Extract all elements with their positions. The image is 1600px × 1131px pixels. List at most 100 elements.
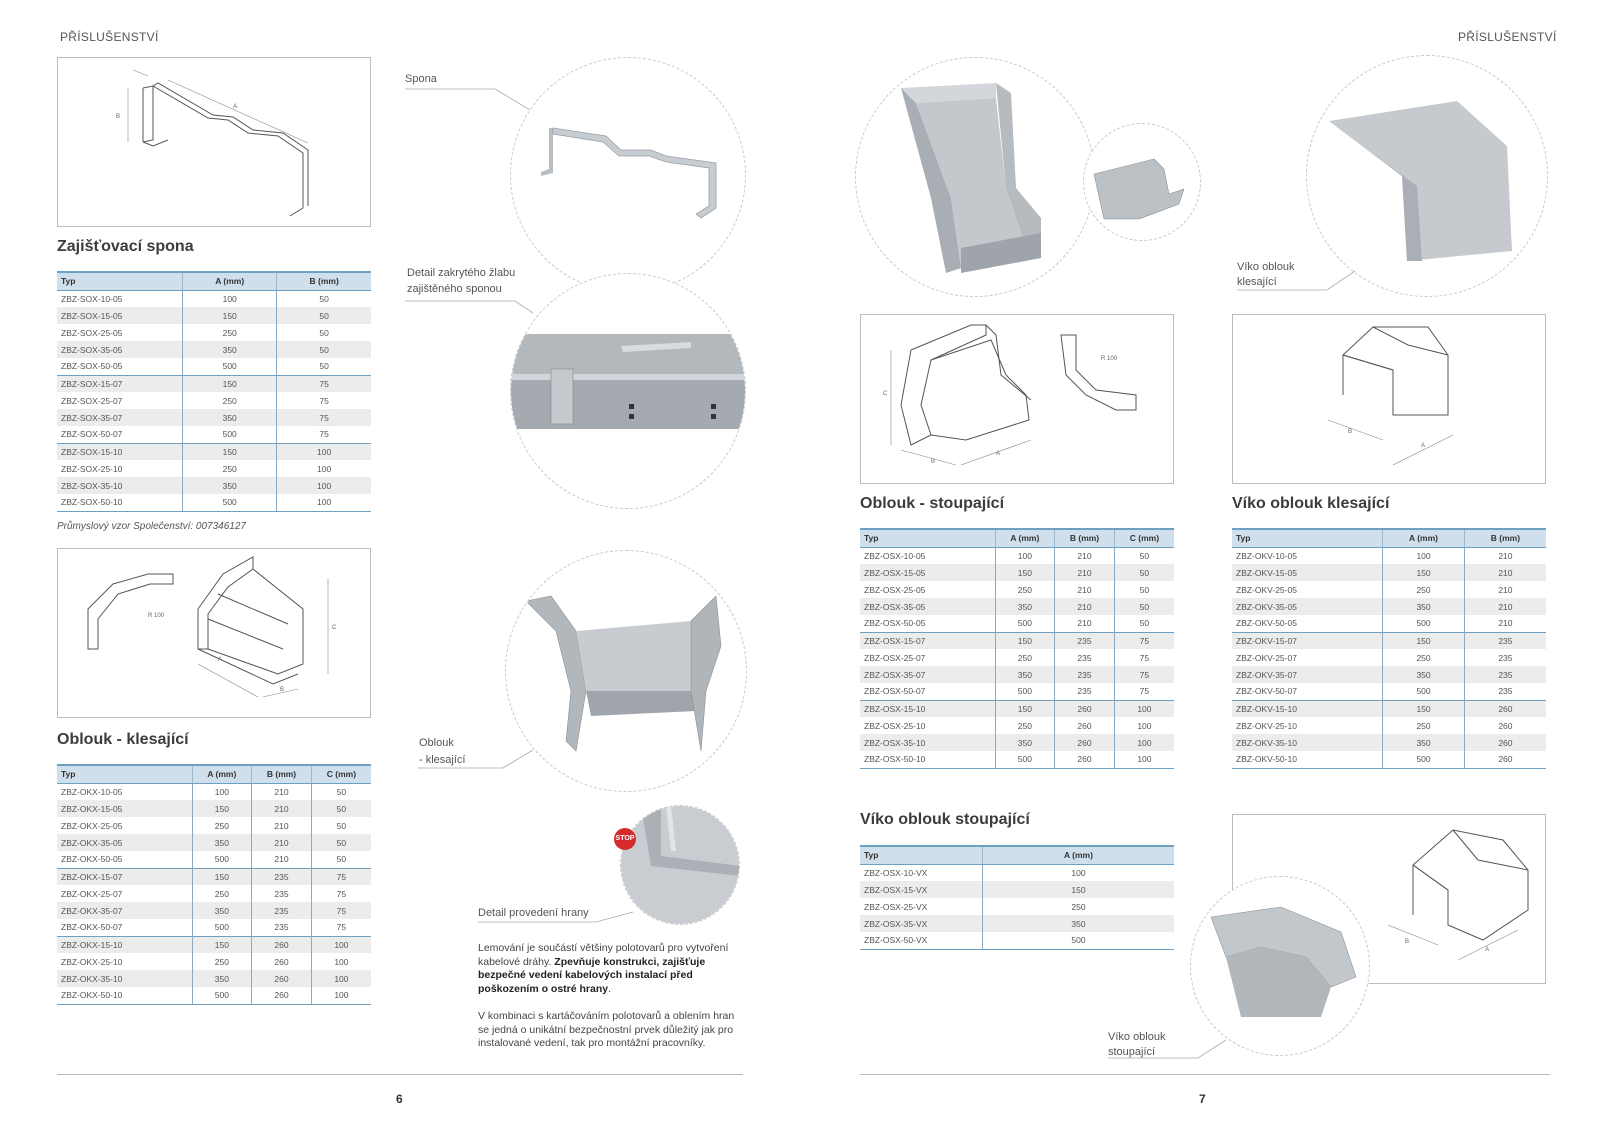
table-cell: 100 bbox=[182, 290, 277, 307]
edge-detail-circle bbox=[620, 805, 740, 925]
viko-klesajici-drawing: B A bbox=[1232, 314, 1546, 484]
table-header-cell: Typ bbox=[860, 528, 996, 548]
table-cell: 210 bbox=[1463, 564, 1546, 581]
table-cell: 500 bbox=[1382, 751, 1465, 769]
table-cell: ZBZ-OKX-50-10 bbox=[57, 987, 193, 1005]
spona-drawing: B A bbox=[57, 57, 371, 227]
caption-viko-stoupajici-2: stoupající bbox=[1108, 1046, 1156, 1058]
table-cell: ZBZ-OSX-15-07 bbox=[860, 631, 996, 649]
table-header-cell: B (mm) bbox=[1054, 528, 1115, 548]
oblouk-klesajici-photo-circle bbox=[505, 550, 747, 792]
table-cell: 250 bbox=[182, 324, 277, 341]
table-cell: ZBZ-OKV-25-05 bbox=[1236, 584, 1297, 595]
table-cell: ZBZ-OSX-35-05 bbox=[860, 598, 996, 615]
oblouk-klesajici-dim-a: A bbox=[218, 657, 222, 663]
table-cell: 350 bbox=[191, 970, 252, 987]
table-cell: 235 bbox=[1054, 649, 1115, 666]
table-cell: 75 bbox=[310, 919, 371, 936]
table-cell: 500 bbox=[191, 919, 252, 936]
table-cell: 210 bbox=[1463, 581, 1546, 598]
table-cell: ZBZ-OSX-15-05 bbox=[860, 564, 996, 581]
table-cell: ZBZ-SOX-35-10 bbox=[57, 477, 183, 494]
table-cell: 500 bbox=[191, 987, 252, 1005]
table-cell: 250 bbox=[1382, 581, 1465, 598]
spona-line-drawing: B A bbox=[116, 69, 309, 217]
table-cell: 75 bbox=[1113, 683, 1174, 700]
table-cell: ZBZ-OSX-15-VX bbox=[860, 881, 983, 898]
page-number-right: 7 bbox=[1199, 1092, 1206, 1106]
table-header-cell: A (mm) bbox=[191, 764, 252, 784]
table-cell: 210 bbox=[1054, 564, 1115, 581]
table-cell: 350 bbox=[981, 915, 1174, 932]
table-cell: ZBZ-OKX-50-07 bbox=[61, 922, 123, 933]
table-cell: 50 bbox=[276, 307, 371, 324]
oblouk-stoupajici-drawing: R 100 C B A bbox=[860, 314, 1174, 484]
table-cell: 235 bbox=[1463, 683, 1546, 700]
table-cell: 210 bbox=[1054, 547, 1115, 564]
oblouk-stoupajici-dim-b: B bbox=[931, 459, 935, 465]
table-header-cell: C (mm) bbox=[1113, 528, 1174, 548]
table-cell: ZBZ-OKV-15-07 bbox=[1232, 631, 1383, 649]
caption-viko-klesajici-1: Víko oblouk bbox=[1237, 261, 1295, 273]
table-cell: 210 bbox=[251, 817, 312, 834]
table-cell: 50 bbox=[276, 341, 371, 358]
table-cell: 100 bbox=[310, 987, 371, 1005]
table-cell: 150 bbox=[182, 307, 277, 324]
table-cell: ZBZ-SOX-15-05 bbox=[57, 307, 183, 324]
table-cell: 250 bbox=[191, 885, 252, 902]
table-cell: 235 bbox=[1463, 631, 1546, 649]
caption-detail-2: zajištěného sponou bbox=[407, 283, 502, 295]
table-cell: ZBZ-OKV-25-10 bbox=[1236, 720, 1297, 731]
table-cell: 100 bbox=[1113, 734, 1174, 751]
oblouk-klesajici-title: Oblouk - klesající bbox=[57, 731, 189, 748]
table-cell: 50 bbox=[1113, 598, 1174, 615]
table-cell: ZBZ-OSX-50-VX bbox=[860, 932, 983, 950]
table-cell: 150 bbox=[994, 699, 1055, 717]
table-header-cell: Typ bbox=[860, 845, 983, 865]
viko-klesajici-photo-circle bbox=[1306, 55, 1548, 297]
table-cell: ZBZ-OKX-15-10 bbox=[57, 935, 193, 953]
table-cell: ZBZ-OKV-35-10 bbox=[1232, 734, 1383, 751]
table-header-cell: A (mm) bbox=[182, 271, 277, 291]
table-cell: 50 bbox=[1113, 581, 1174, 598]
table-cell: ZBZ-OKV-50-07 bbox=[1236, 686, 1297, 697]
table-cell: 150 bbox=[1382, 631, 1465, 649]
table-cell: 210 bbox=[1054, 581, 1115, 598]
table-header-cell: C (mm) bbox=[310, 764, 371, 784]
table-cell: 100 bbox=[276, 460, 371, 477]
table-cell: ZBZ-OKV-25-07 bbox=[1236, 652, 1297, 663]
table-header-cell: Typ bbox=[57, 271, 183, 291]
caption-oblouk-2: - klesající bbox=[419, 754, 466, 766]
table-cell: ZBZ-SOX-25-07 bbox=[61, 395, 123, 406]
table-header-cell: B (mm) bbox=[276, 271, 371, 291]
table-cell: 350 bbox=[191, 834, 252, 851]
table-cell: 350 bbox=[1382, 734, 1465, 751]
viko-klesajici-dim-a: A bbox=[1421, 443, 1425, 449]
table-cell: 350 bbox=[182, 341, 277, 358]
table-cell: ZBZ-OKV-50-05 bbox=[1236, 618, 1297, 629]
spona-photo-circle bbox=[510, 57, 746, 293]
